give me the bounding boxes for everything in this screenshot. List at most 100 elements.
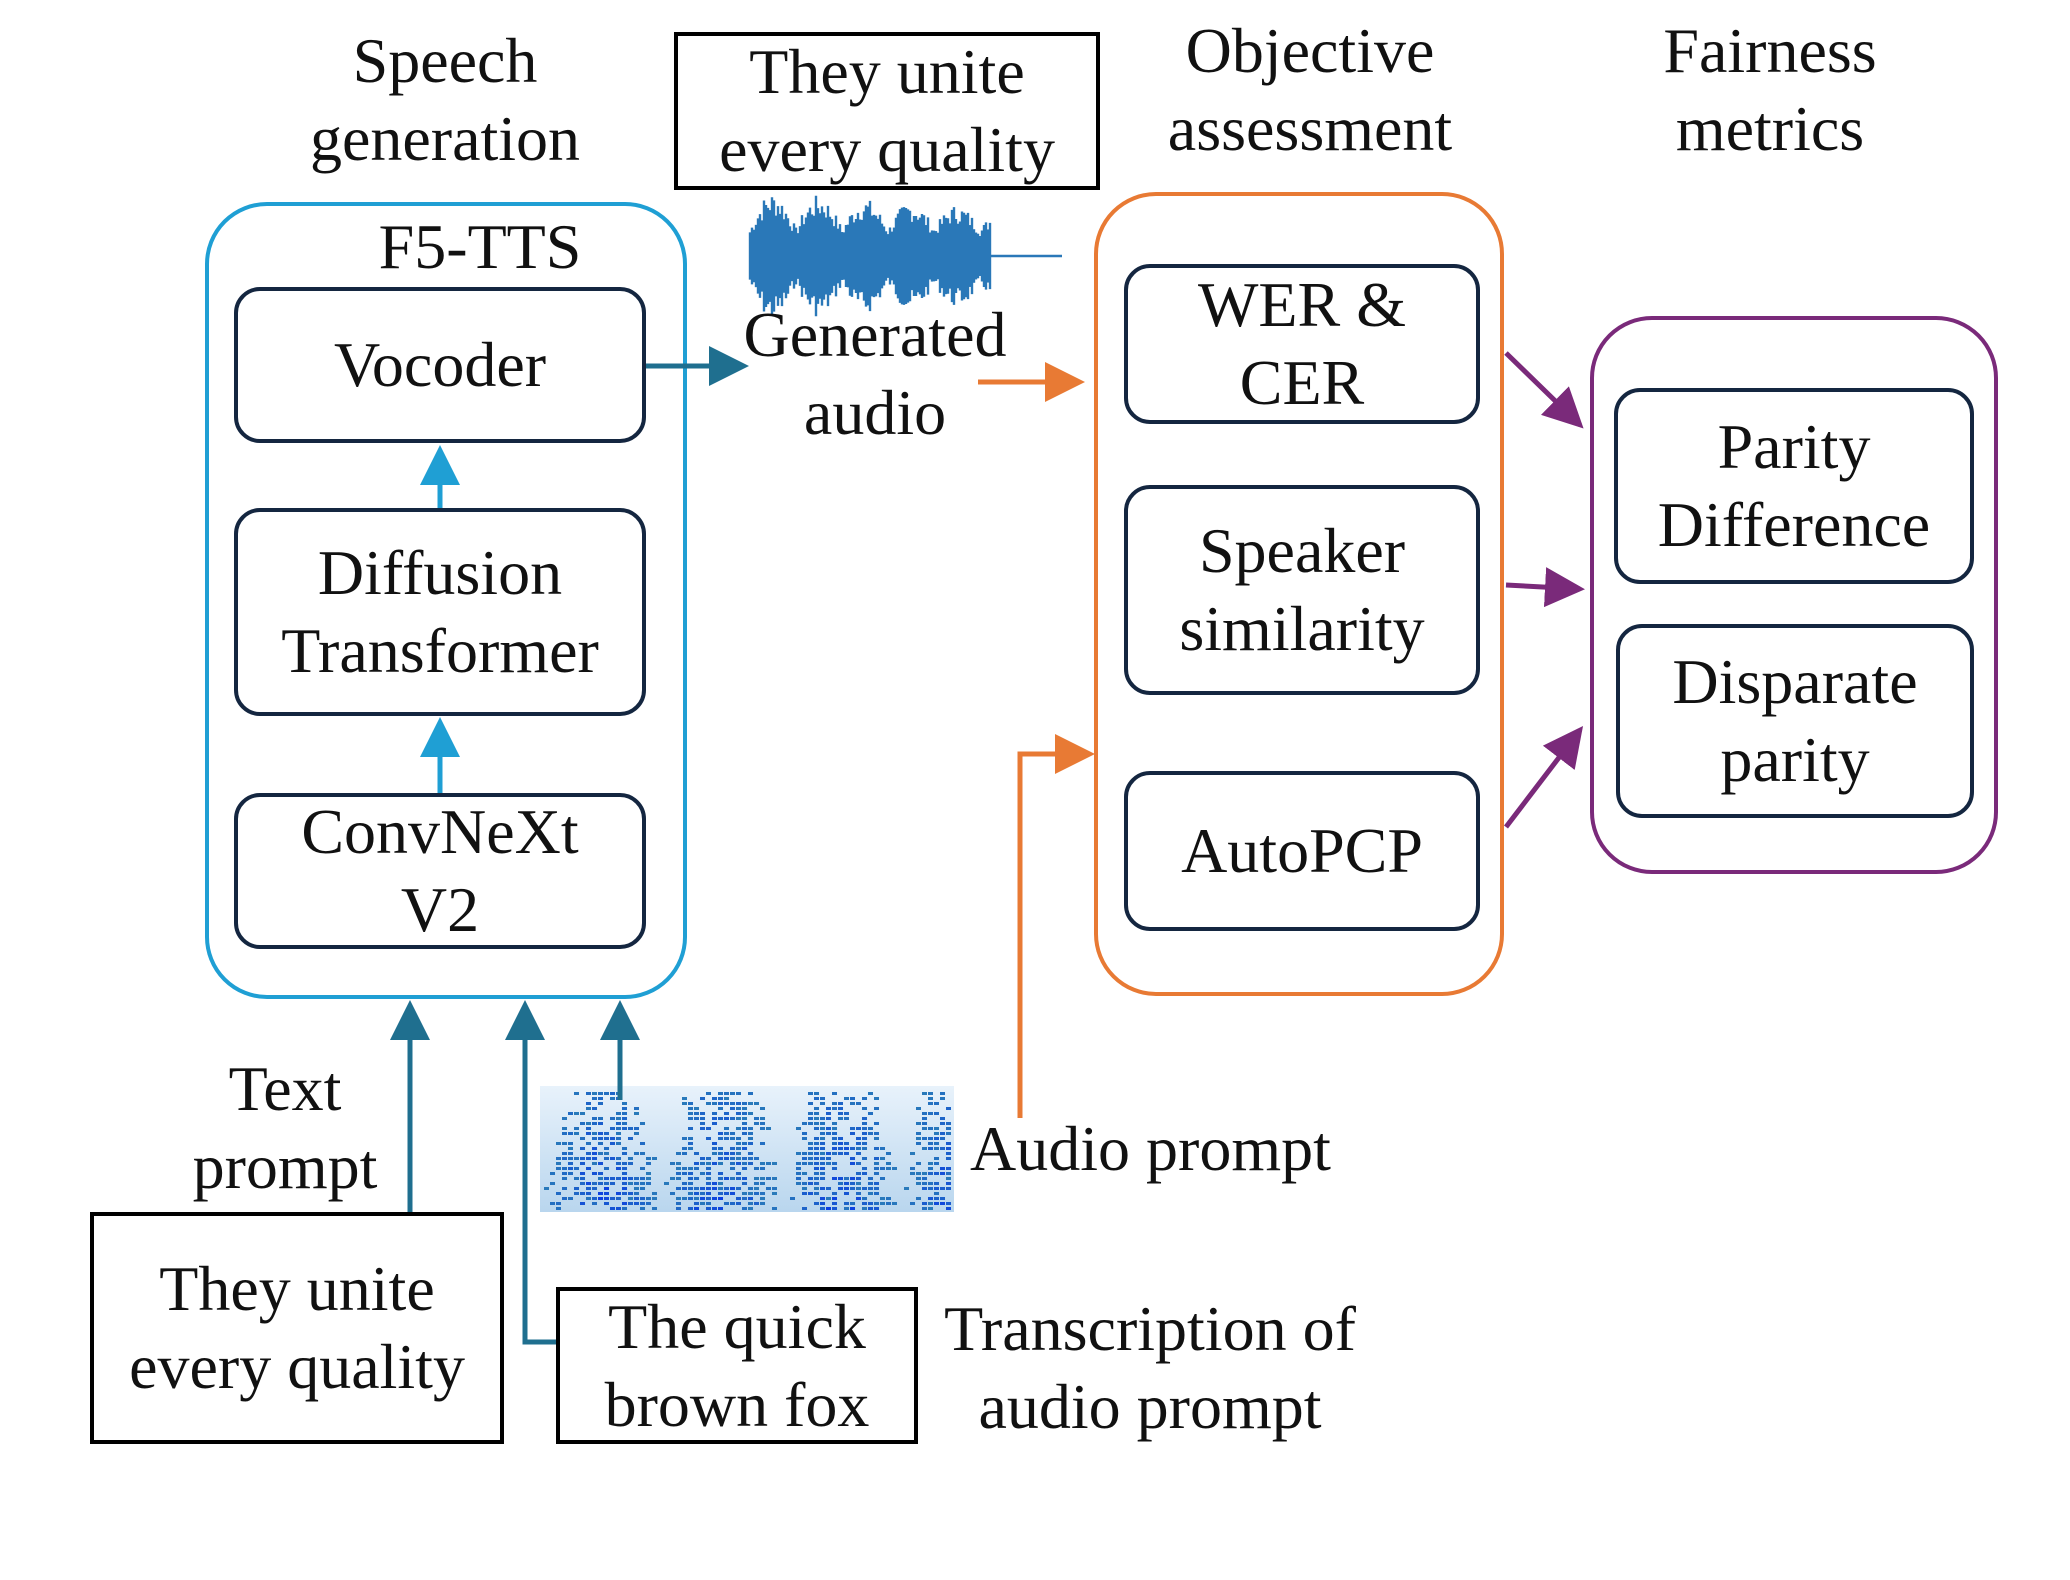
label-line: Generated bbox=[743, 299, 1007, 370]
spectrogram-cell bbox=[916, 1122, 921, 1125]
spectrogram-cell bbox=[748, 1192, 753, 1195]
spectrogram-cell bbox=[886, 1162, 891, 1165]
spectrogram-cell bbox=[940, 1167, 945, 1170]
spectrogram-cell bbox=[706, 1202, 711, 1205]
spectrogram-cell bbox=[736, 1147, 741, 1150]
spectrogram-cell bbox=[700, 1117, 705, 1120]
spectrogram-cell bbox=[838, 1117, 843, 1120]
header-line: Objective bbox=[1185, 15, 1435, 86]
spectrogram-cell bbox=[562, 1142, 567, 1145]
f5-tts-title: F5-TTS bbox=[378, 211, 582, 282]
spectrogram-cell bbox=[922, 1202, 927, 1205]
spectrogram-cell bbox=[604, 1092, 609, 1095]
spectrogram-cell bbox=[832, 1127, 837, 1130]
spectrogram-cell bbox=[910, 1202, 915, 1205]
spectrogram-cell bbox=[862, 1197, 867, 1200]
spectrogram-cell bbox=[706, 1102, 711, 1105]
spectrogram-cell bbox=[922, 1137, 927, 1140]
spectrogram-cell bbox=[856, 1177, 861, 1180]
spectrogram-cell bbox=[850, 1157, 855, 1160]
spectrogram-cell bbox=[868, 1112, 873, 1115]
spectrogram-cell bbox=[640, 1182, 645, 1185]
spectrogram-cell bbox=[736, 1157, 741, 1160]
spectrogram-cell bbox=[760, 1127, 765, 1130]
spectrogram-cell bbox=[814, 1092, 819, 1095]
spectrogram-cell bbox=[718, 1152, 723, 1155]
spectrogram-cell bbox=[946, 1157, 951, 1160]
spectrogram-cell bbox=[946, 1147, 951, 1150]
spectrogram-cell bbox=[916, 1177, 921, 1180]
spectrogram-cell bbox=[826, 1117, 831, 1120]
spectrogram-cell bbox=[574, 1127, 579, 1130]
spectrogram-cell bbox=[736, 1202, 741, 1205]
spectrogram-cell bbox=[604, 1182, 609, 1185]
block-label-line: parity bbox=[1720, 724, 1870, 795]
spectrogram-cell bbox=[736, 1117, 741, 1120]
spectrogram-cell bbox=[928, 1172, 933, 1175]
spectrogram-cell bbox=[850, 1207, 855, 1210]
spectrogram-cell bbox=[844, 1177, 849, 1180]
spectrogram-cell bbox=[910, 1172, 915, 1175]
spectrogram-cell bbox=[682, 1147, 687, 1150]
spectrogram-cell bbox=[652, 1197, 657, 1200]
spectrogram-cell bbox=[748, 1102, 753, 1105]
spectrogram-cell bbox=[820, 1202, 825, 1205]
spectrogram-cell bbox=[946, 1182, 951, 1185]
arrow-autopcp-to-fairness bbox=[1504, 726, 1584, 829]
spectrogram-cell bbox=[604, 1152, 609, 1155]
spectrogram-cell bbox=[706, 1167, 711, 1170]
spectrogram-cell bbox=[832, 1162, 837, 1165]
spectrogram-cell bbox=[850, 1187, 855, 1190]
spectrogram-cell bbox=[742, 1157, 747, 1160]
spectrogram-cell bbox=[568, 1157, 573, 1160]
spectrogram-cell bbox=[796, 1162, 801, 1165]
spectrogram-cell bbox=[922, 1147, 927, 1150]
spectrogram-cell bbox=[616, 1122, 621, 1125]
spectrogram-cell bbox=[814, 1152, 819, 1155]
objective-assessment-group bbox=[1094, 192, 1504, 996]
spectrogram-cell bbox=[586, 1157, 591, 1160]
spectrogram-cell bbox=[934, 1112, 939, 1115]
spectrogram-cell bbox=[772, 1162, 777, 1165]
spectrogram-cell bbox=[760, 1177, 765, 1180]
spectrogram-cell bbox=[646, 1182, 651, 1185]
spectrogram-cell bbox=[562, 1132, 567, 1135]
spectrogram-cell bbox=[772, 1177, 777, 1180]
spectrogram-cell bbox=[568, 1147, 573, 1150]
spectrogram-cell bbox=[850, 1177, 855, 1180]
spectrogram-cell bbox=[850, 1132, 855, 1135]
header-line: Fairness bbox=[1663, 15, 1877, 86]
spectrogram-cell bbox=[580, 1122, 585, 1125]
spectrogram-cell bbox=[796, 1182, 801, 1185]
spectrogram-cell bbox=[688, 1117, 693, 1120]
spectrogram-cell bbox=[928, 1137, 933, 1140]
spectrogram-cell bbox=[616, 1142, 621, 1145]
spectrogram-cell bbox=[598, 1172, 603, 1175]
spectrogram-cell bbox=[688, 1197, 693, 1200]
block-label-line: Difference bbox=[1657, 489, 1931, 560]
spectrogram-cell bbox=[934, 1187, 939, 1190]
spectrogram-cell bbox=[946, 1122, 951, 1125]
spectrogram-cell bbox=[940, 1117, 945, 1120]
spectrogram-cell bbox=[622, 1162, 627, 1165]
spectrogram-cell bbox=[586, 1197, 591, 1200]
spectrogram-cell bbox=[616, 1127, 621, 1130]
spectrogram-cell bbox=[820, 1177, 825, 1180]
spectrogram-cell bbox=[760, 1122, 765, 1125]
spectrogram-cell bbox=[646, 1162, 651, 1165]
spectrogram-cell bbox=[592, 1157, 597, 1160]
spectrogram-cell bbox=[856, 1182, 861, 1185]
spectrogram-cell bbox=[610, 1117, 615, 1120]
spectrogram-cell bbox=[808, 1142, 813, 1145]
spectrogram-cell bbox=[622, 1187, 627, 1190]
spectrogram-cell bbox=[634, 1192, 639, 1195]
spectrogram-cell bbox=[856, 1192, 861, 1195]
spectrogram-cell bbox=[862, 1147, 867, 1150]
spectrogram-cell bbox=[562, 1187, 567, 1190]
spectrogram-cell bbox=[934, 1157, 939, 1160]
spectrogram-cell bbox=[688, 1147, 693, 1150]
spectrogram-cell bbox=[724, 1192, 729, 1195]
spectrogram-cell bbox=[694, 1152, 699, 1155]
block-label-line: V2 bbox=[400, 874, 480, 945]
spectrogram-cell bbox=[616, 1167, 621, 1170]
